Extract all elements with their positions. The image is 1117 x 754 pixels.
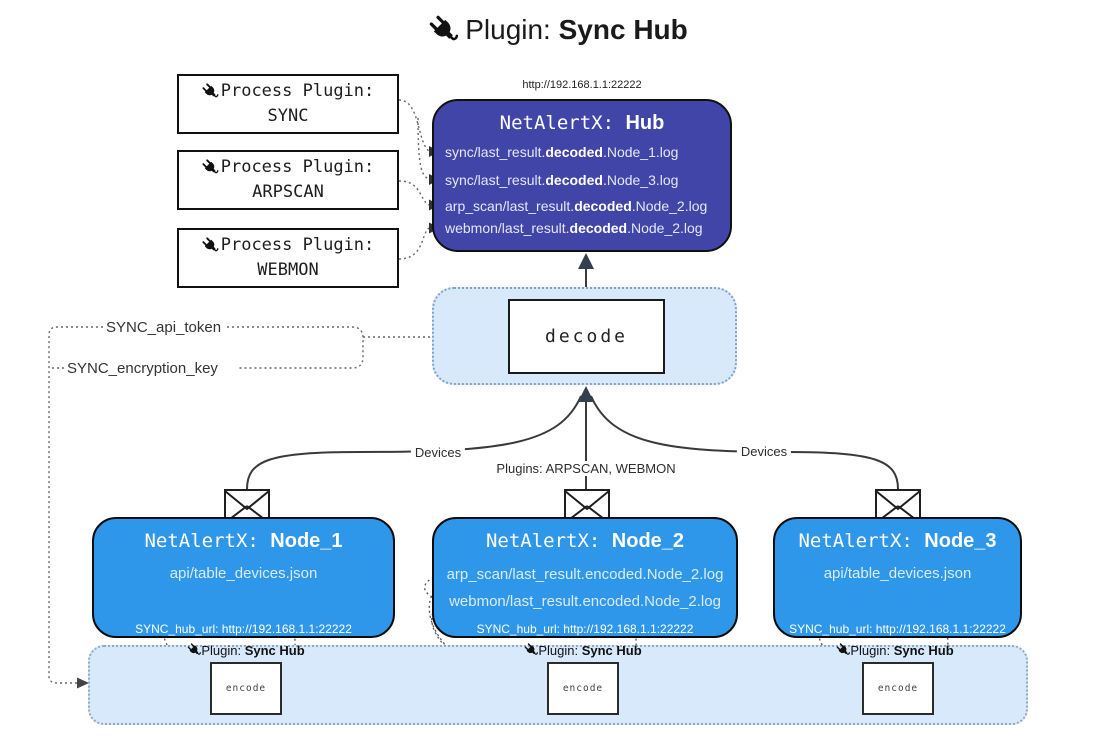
process-plugin-name: WEBMON bbox=[257, 260, 319, 280]
node-file: arp_scan/last_result.encoded.Node_2.log bbox=[446, 566, 724, 583]
node-2-box: NetAlertX: Node_2 arp_scan/last_result.e… bbox=[432, 517, 738, 638]
process-plugin-webmon: Process Plugin: WEBMON bbox=[177, 228, 399, 288]
hub-url: http://192.168.1.1:22222 bbox=[522, 79, 642, 91]
node-name: Node_3 bbox=[924, 530, 997, 552]
node-title: NetAlertX: Node_2 bbox=[485, 530, 685, 552]
page-title-prefix: Plugin: bbox=[465, 14, 551, 45]
node-name: Node_1 bbox=[270, 530, 343, 552]
plug-icon bbox=[524, 643, 538, 657]
plug-icon bbox=[202, 159, 219, 176]
hub-log-line: arp_scan/last_result.decoded.Node_2.log bbox=[445, 198, 708, 214]
node-name: Node_2 bbox=[611, 530, 685, 552]
decode-in-arrowhead bbox=[578, 386, 594, 402]
hub-log-line: sync/last_result.decoded.Node_1.log bbox=[445, 144, 679, 160]
node-3-box: NetAlertX: Node_3 api/table_devices.json… bbox=[773, 517, 1022, 638]
encoder-plugin-label: Plugin: Sync Hub bbox=[836, 643, 954, 658]
process-plugin-label: Process Plugin: bbox=[220, 157, 375, 178]
plug-icon bbox=[429, 15, 459, 45]
process-to-hub-edges bbox=[398, 99, 430, 260]
encode-box: encode bbox=[862, 662, 934, 715]
node-file: api/table_devices.json bbox=[823, 565, 972, 582]
page-title: Plugin: Sync Hub bbox=[0, 14, 1117, 46]
encode-box: encode bbox=[210, 662, 282, 715]
plug-icon bbox=[187, 643, 201, 657]
hub-title: NetAlertX: Hub bbox=[434, 112, 730, 135]
process-plugin-name: SYNC bbox=[267, 106, 309, 126]
sync-api-token-label: SYNC_api_token bbox=[103, 319, 225, 336]
node-title: NetAlertX: Node_1 bbox=[144, 530, 343, 552]
process-plugin-arpscan: Process Plugin: ARPSCAN bbox=[177, 150, 399, 210]
node-file: api/table_devices.json bbox=[169, 565, 318, 582]
plug-icon bbox=[202, 83, 219, 100]
encoder-plugin-label: Plugin: Sync Hub bbox=[187, 643, 305, 658]
node-hub-url: SYNC_hub_url: http://192.168.1.1:22222 bbox=[789, 622, 1006, 636]
process-plugin-sync: Process Plugin: SYNC bbox=[177, 74, 399, 134]
node-hub-url: SYNC_hub_url: http://192.168.1.1:22222 bbox=[135, 622, 352, 636]
encoder-plugin-label: Plugin: Sync Hub bbox=[524, 643, 642, 658]
hub-title-prefix: NetAlertX: bbox=[499, 112, 615, 134]
node-1-box: NetAlertX: Node_1 api/table_devices.json… bbox=[92, 517, 395, 638]
encode-box: encode bbox=[547, 662, 619, 715]
page-title-name: Sync Hub bbox=[558, 14, 688, 45]
hub-title-name: Hub bbox=[625, 112, 665, 134]
edge-label-devices-right: Devices bbox=[736, 444, 792, 459]
hub-log-line: webmon/last_result.decoded.Node_2.log bbox=[445, 220, 703, 236]
plug-icon bbox=[836, 643, 850, 657]
decode-box: decode bbox=[508, 299, 665, 374]
plug-icon bbox=[202, 237, 219, 254]
process-plugin-name: ARPSCAN bbox=[252, 182, 324, 202]
hub-box: NetAlertX: Hub sync/last_result.decoded.… bbox=[432, 99, 732, 252]
node-title: NetAlertX: Node_3 bbox=[798, 530, 997, 552]
node-hub-url: SYNC_hub_url: http://192.168.1.1:22222 bbox=[476, 622, 694, 636]
sync-encryption-key-label: SYNC_encryption_key bbox=[64, 360, 221, 377]
process-plugin-label: Process Plugin: bbox=[220, 81, 375, 102]
hub-log-line: sync/last_result.decoded.Node_3.log bbox=[445, 172, 679, 188]
edge-label-devices-left: Devices bbox=[410, 445, 466, 460]
process-plugin-label: Process Plugin: bbox=[220, 235, 375, 256]
edge-label-plugins: Plugins: ARPSCAN, WEBMON bbox=[492, 461, 680, 476]
node-file: webmon/last_result.encoded.Node_2.log bbox=[449, 593, 721, 610]
